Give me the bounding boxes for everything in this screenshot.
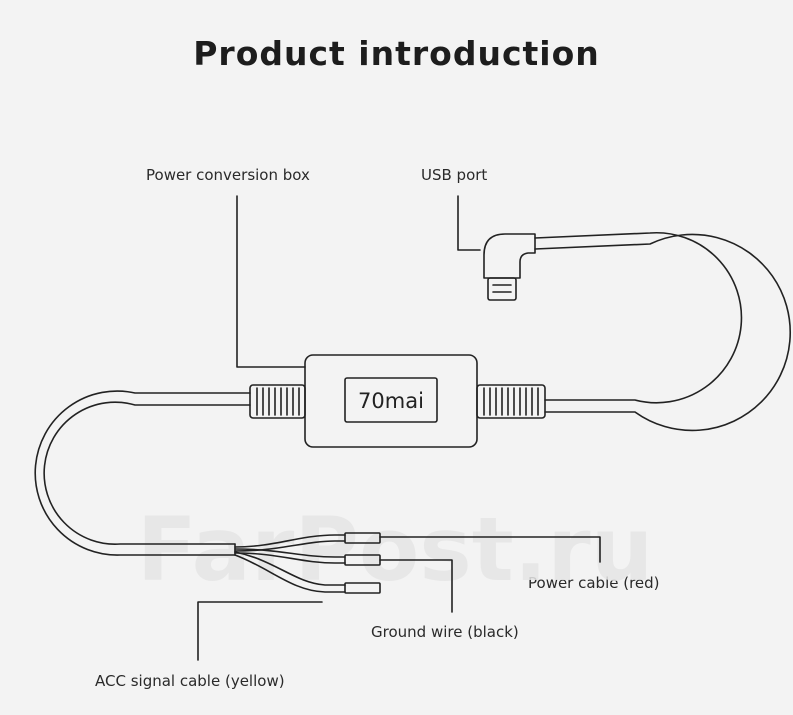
label-ground-wire: Ground wire (black) — [371, 623, 519, 641]
left-strain-relief — [249, 384, 306, 419]
leader-ground-wire — [379, 559, 453, 613]
leader-acc-signal-cable — [197, 601, 323, 661]
leader-power-cable — [379, 536, 601, 563]
left-cable-loop — [34, 390, 251, 556]
label-acc-signal-cable: ACC signal cable (yellow) — [95, 672, 285, 690]
right-strain-relief — [476, 384, 546, 419]
power-conversion-box — [304, 354, 478, 448]
label-power-conversion-box: Power conversion box — [146, 166, 310, 184]
leader-usb-port — [457, 195, 481, 251]
wire-acc-yellow — [234, 551, 381, 594]
wire-ground-black — [234, 548, 381, 566]
watermark-text: FarPost.ru — [137, 498, 654, 601]
right-cable-loop — [534, 231, 791, 432]
label-usb-port: USB port — [421, 166, 488, 184]
usb-connector — [483, 233, 536, 301]
page-title: Product introduction — [193, 34, 600, 73]
brand-logo-plate — [344, 377, 438, 423]
leader-power-conversion-box — [236, 195, 306, 368]
wire-power-red — [234, 532, 381, 552]
brand-logo-text: 70mai — [358, 389, 424, 413]
label-power-cable: Power cable (red) — [528, 574, 660, 592]
